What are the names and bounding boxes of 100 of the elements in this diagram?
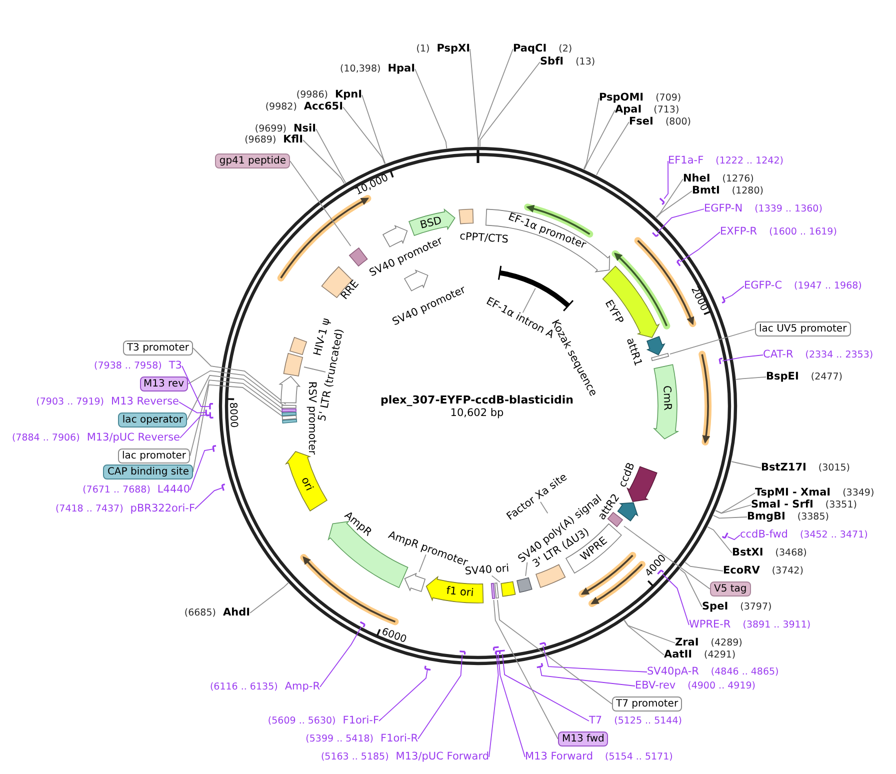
leader-line xyxy=(684,562,724,572)
feature-box xyxy=(348,246,369,268)
leader-line xyxy=(488,650,499,758)
leader-line xyxy=(724,286,744,300)
restriction-site-label: BstZ17I (3015) xyxy=(761,462,850,474)
restriction-site-label: BspEI (2477) xyxy=(766,370,842,384)
primer-site-marker xyxy=(209,403,214,410)
primer-site-marker xyxy=(458,650,466,656)
leader-line xyxy=(722,354,764,362)
primer-label: EGFP-C (1947 .. 1968) xyxy=(744,280,862,292)
restriction-site-label: (9986) KpnI xyxy=(296,88,362,102)
leader-line xyxy=(192,348,286,404)
feature-box xyxy=(281,404,298,410)
restriction-site-label: PspOMI (709) xyxy=(599,92,682,104)
ruler-label: 8000 xyxy=(227,402,240,428)
feature-block: BSD xyxy=(408,208,456,237)
leader-line xyxy=(498,654,526,758)
leader-line xyxy=(470,48,479,147)
restriction-site-label: SpeI (3797) xyxy=(702,600,772,614)
feature-box xyxy=(650,352,670,362)
restriction-site-label: TspMI - XmaI (3349) xyxy=(755,486,874,500)
feature-label: ccdB xyxy=(616,460,638,490)
leader-line xyxy=(491,575,500,583)
leader-line xyxy=(624,620,664,656)
primer-label: (5163 .. 5185) M13/pUC Forward xyxy=(320,750,489,764)
restriction-site-label: (6685) AhdI xyxy=(184,606,250,620)
primer-label: T7 (5125 .. 5144) xyxy=(589,714,682,728)
primer-site-marker xyxy=(721,296,726,304)
primer-label: (5399 .. 5418) F1ori-R xyxy=(306,732,418,746)
primer-label: EF1a-F (1222 .. 1242) xyxy=(668,154,784,168)
primer-site-marker xyxy=(718,358,724,365)
restriction-site-label: BmtI (1280) xyxy=(692,184,764,198)
leader-line xyxy=(342,106,386,164)
leader-line xyxy=(478,48,514,147)
primer-label: CAT-R (2334 .. 2353) xyxy=(763,348,874,362)
feature-block: CmR xyxy=(653,363,679,440)
leader-line xyxy=(670,328,756,355)
primer-site-marker xyxy=(212,445,217,453)
leader-line xyxy=(624,526,710,590)
leader-line xyxy=(418,654,463,740)
primer-label: WPRE-R (3891 .. 3911) xyxy=(689,618,811,632)
feature-label: attR1 xyxy=(624,336,644,368)
leader-line xyxy=(715,492,756,514)
feature-block xyxy=(403,572,427,593)
primer-label: SV40pA-R (4846 .. 4865) xyxy=(647,666,779,678)
feature-tag: CAP binding site xyxy=(103,464,193,480)
feature-box xyxy=(493,581,500,600)
restriction-site-label: SbfI (13) xyxy=(540,56,596,68)
leader-line xyxy=(502,654,590,722)
feature-box xyxy=(282,352,304,377)
leader-line xyxy=(190,448,214,490)
primer-label: ccdB-fwd (3452 .. 3471) xyxy=(740,528,868,542)
primer-label: (7903 .. 7919) M13 Reverse xyxy=(36,396,179,408)
restriction-site-label: SmaI - SrfI (3351) xyxy=(751,498,857,512)
leader-line xyxy=(584,110,616,170)
leader-line xyxy=(540,666,636,686)
leader-line xyxy=(194,487,222,510)
feature-block xyxy=(645,335,666,356)
primer-site-marker xyxy=(209,411,214,419)
feature-box xyxy=(500,580,517,598)
restriction-site-label: ZraI (4289) xyxy=(675,636,742,650)
primer-label: (7884 .. 7906) M13/pUC Reverse xyxy=(12,432,180,444)
primer-label: (7418 .. 7437) pBR322ori-F xyxy=(55,502,195,516)
feature-block xyxy=(601,265,660,339)
primer-site-marker xyxy=(652,232,660,238)
leader-line xyxy=(190,380,286,456)
feature-box xyxy=(516,576,533,594)
primer-label: M13 Forward (5154 .. 5171) xyxy=(525,750,673,764)
leader-line xyxy=(362,94,386,164)
leader-line xyxy=(178,402,206,414)
leader-line xyxy=(596,122,630,176)
primer-label: (6116 .. 6135) Amp-R xyxy=(210,680,320,694)
primer-site-marker xyxy=(538,642,546,646)
ruler-label: 2000 xyxy=(688,286,710,314)
restriction-site-label: (9982) Acc65I xyxy=(265,100,343,114)
leader-line xyxy=(712,514,748,519)
restriction-site-label: NheI (1276) xyxy=(683,172,754,186)
leader-line xyxy=(418,554,426,572)
primer-label: EXFP-R (1600 .. 1619) xyxy=(720,226,837,238)
feature-tag: M13 fwd xyxy=(558,732,608,746)
primer-site-marker xyxy=(221,484,226,492)
restriction-site-label: BstXI (3468) xyxy=(732,546,807,560)
plasmid-size: 10,602 bp xyxy=(450,407,504,419)
restriction-site-label: BmgBI (3385) xyxy=(747,510,829,524)
leader-line xyxy=(378,669,428,722)
leader-line xyxy=(320,626,362,688)
feature-box xyxy=(288,336,308,356)
primer-site-marker xyxy=(205,408,210,416)
feature-tag: lac promoter xyxy=(118,448,190,464)
primer-site-marker xyxy=(498,650,506,655)
primer-site-marker xyxy=(722,532,728,539)
restriction-site-label: FseI (800) xyxy=(629,116,691,128)
feature-box xyxy=(281,414,298,421)
leader-line xyxy=(497,600,612,704)
primer-site-marker xyxy=(492,646,500,652)
leader-line xyxy=(662,574,690,626)
leader-line xyxy=(715,504,752,514)
restriction-site-label: (1) PspXI xyxy=(416,42,470,56)
restriction-site-label: AatII (4291) xyxy=(664,648,736,662)
restriction-site-label: (10,398) HpaI xyxy=(340,62,415,76)
